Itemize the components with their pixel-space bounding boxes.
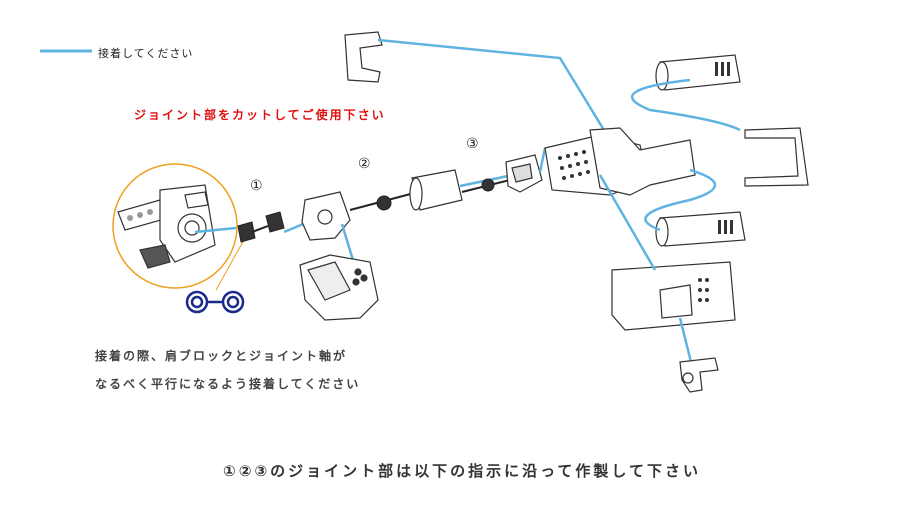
- hand-glue-line: [538, 147, 547, 173]
- main-body: [544, 127, 696, 196]
- top-bracket: [344, 31, 383, 83]
- step-3-label: ③: [466, 136, 479, 152]
- step-1-label: ①: [250, 178, 263, 194]
- joint-2-part: [349, 191, 419, 211]
- joint-ring-pair-icon: [185, 290, 245, 314]
- lower-cylinder-glue-line: [644, 168, 716, 232]
- detail-zoom-circle: [112, 163, 238, 289]
- side-plate-glue-line: [598, 174, 657, 271]
- right-rod-frame: [744, 127, 809, 187]
- step-2-label: ②: [358, 156, 371, 172]
- joint-1-part: [237, 211, 285, 243]
- cut-instruction: ジョイント部をカットしてご使用下さい: [134, 108, 386, 122]
- legend-label: 接着してください: [98, 47, 194, 60]
- glue-note-line-2: なるべく平行になるよう接着してください: [95, 377, 361, 391]
- side-plate-dots: [698, 278, 709, 302]
- small-clip: [679, 357, 719, 393]
- bracket-glue-line: [377, 38, 612, 141]
- arm-detail: [117, 184, 216, 269]
- joint-3-part: [461, 178, 511, 193]
- shoulder-block: [301, 191, 351, 241]
- hand-block: [505, 154, 543, 193]
- lower-cylinder: [655, 211, 746, 247]
- forearm-cylinder: [409, 169, 463, 211]
- glue-note-line-1: 接着の際、肩ブロックとジョイント軸が: [95, 349, 348, 363]
- detail-glue-line: [194, 226, 237, 234]
- shoulder-armor: [299, 254, 379, 321]
- upper-cylinder: [655, 54, 741, 91]
- upper-cylinder-glue-line: [630, 78, 741, 132]
- side-plate: [611, 261, 736, 331]
- main-body-dots: [558, 150, 590, 180]
- bottom-instruction: ①②③のジョイント部は以下の指示に沿って作製して下さい: [223, 462, 701, 480]
- detail-leader-line: [215, 237, 246, 291]
